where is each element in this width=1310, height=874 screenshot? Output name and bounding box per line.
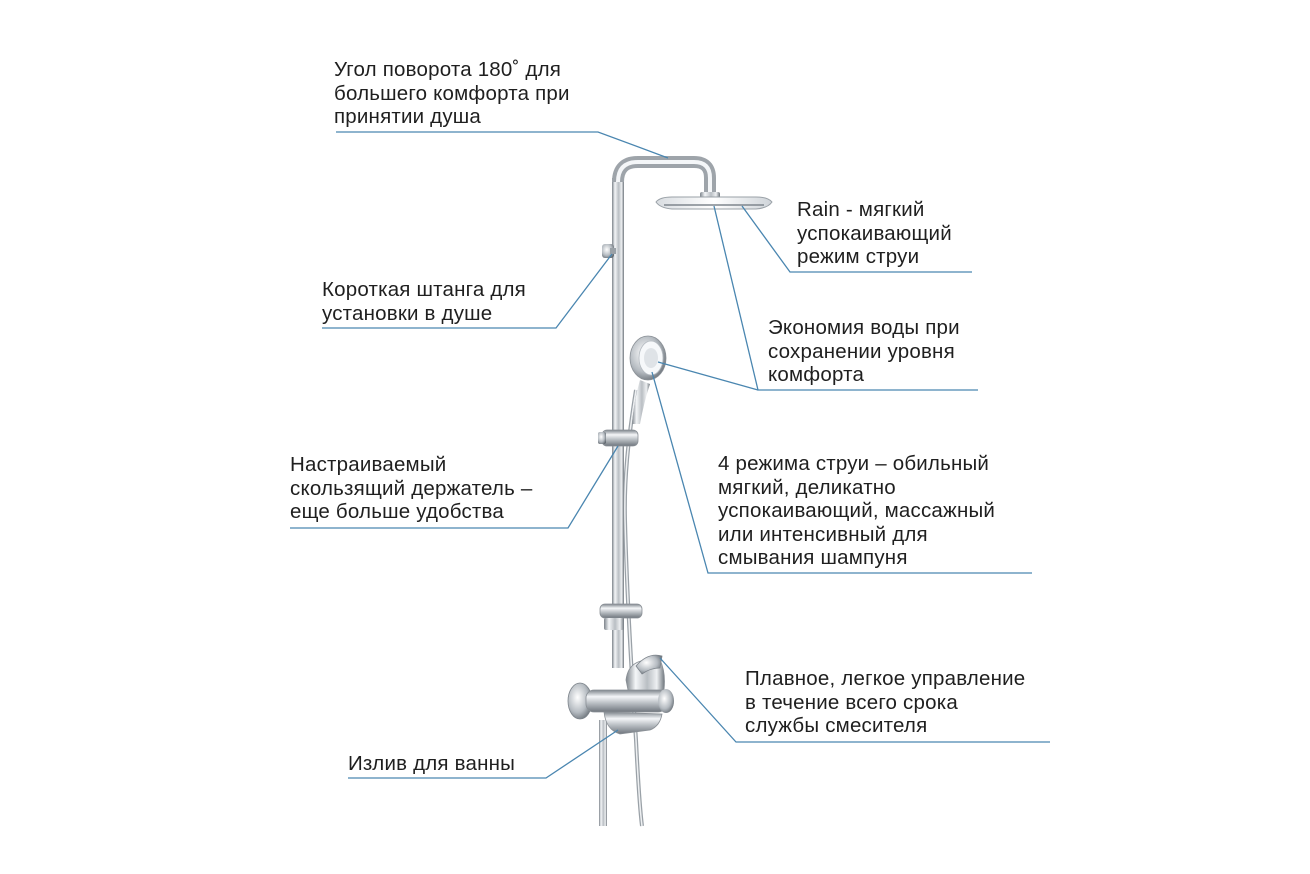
- leader-rain-mode: [741, 205, 972, 273]
- callout-line: скользящий держатель –: [290, 476, 533, 500]
- leader-slide-holder: [290, 445, 619, 529]
- callout-swivel-angle: Угол поворота 180˚ для большего комфорта…: [334, 58, 570, 129]
- leader-swivel-angle: [336, 131, 669, 159]
- lower-pipe: [599, 720, 607, 826]
- shower-column: [567, 156, 773, 827]
- callout-line: режим струи: [797, 245, 920, 268]
- leader-spray-modes: [651, 371, 1032, 574]
- leader-water-saving-hand: [657, 361, 759, 391]
- callout-line: Настраиваемый: [290, 453, 447, 476]
- leader-smooth-control: [659, 657, 1050, 743]
- callout-line: принятии душа: [334, 105, 482, 128]
- callout-line: Угол поворота 180˚ для: [334, 58, 562, 81]
- leader-lines: [290, 131, 1050, 779]
- callout-line: мягкий, деликатно: [718, 475, 896, 499]
- diverter-bracket: [599, 603, 643, 630]
- callout-line: установки в душе: [322, 301, 493, 325]
- callout-slide-holder: Настраиваемый скользящий держатель – еще…: [290, 453, 532, 524]
- bath-mixer: [567, 654, 674, 735]
- top-bend-pipe: [612, 156, 716, 196]
- callout-line: в течение всего срока: [745, 690, 958, 714]
- callout-line: комфорта: [768, 363, 865, 386]
- callout-line: Rain - мягкий: [797, 198, 925, 221]
- callout-line: 4 режима струи – обильный: [718, 452, 990, 475]
- callout-spray-modes: 4 режима струи – обильный мягкий, делика…: [718, 452, 995, 570]
- sliding-holder: [598, 429, 639, 447]
- leader-bath-spout: [348, 729, 619, 779]
- callout-line: успокаивающий: [797, 221, 952, 245]
- callout-line: сохранении уровня: [768, 339, 955, 363]
- overhead-shower-head: [655, 192, 773, 210]
- leader-short-rod: [322, 253, 613, 329]
- callout-line: Плавное, легкое управление: [745, 667, 1026, 690]
- callout-line: службы смесителя: [745, 714, 928, 737]
- callout-bath-spout: Излив для ванны: [348, 752, 515, 776]
- hand-shower: [629, 335, 667, 424]
- callout-line: смывания шампуня: [718, 546, 908, 569]
- callout-water-saving: Экономия воды при сохранении уровня комф…: [768, 316, 960, 387]
- callout-line: большего комфорта при: [334, 81, 570, 105]
- callout-rain-mode: Rain - мягкий успокаивающий режим струи: [797, 198, 952, 269]
- callout-line: Короткая штанга для: [322, 278, 526, 301]
- callout-line: Излив для ванны: [348, 752, 516, 775]
- callout-line: еще больше удобства: [290, 500, 504, 523]
- callout-short-rod: Короткая штанга для установки в душе: [322, 278, 526, 325]
- callout-line: успокаивающий, массажный: [718, 499, 996, 522]
- callout-smooth-control: Плавное, легкое управление в течение все…: [745, 667, 1025, 738]
- main-rod: [612, 178, 624, 668]
- callout-line: Экономия воды при: [768, 316, 960, 339]
- callout-line: или интенсивный для: [718, 522, 928, 546]
